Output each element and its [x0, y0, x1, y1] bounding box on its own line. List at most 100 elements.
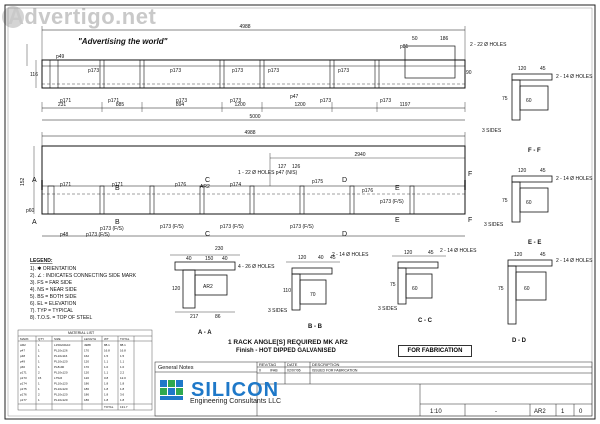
svg-text:1: 1	[38, 398, 40, 402]
svg-text:p47: p47	[20, 349, 25, 353]
svg-text:131.7: 131.7	[120, 405, 128, 409]
svg-text:50: 50	[412, 36, 418, 42]
svg-text:L150x90x10: L150x90x10	[54, 343, 71, 347]
svg-text:90: 90	[466, 70, 472, 76]
svg-text:2 - 14 Ø HOLES: 2 - 14 Ø HOLES	[332, 252, 369, 258]
svg-text:120: 120	[298, 255, 307, 261]
svg-text:2 - 14 Ø HOLES: 2 - 14 Ø HOLES	[440, 248, 477, 254]
svg-text:B: B	[115, 185, 120, 192]
revision-number: 0	[579, 409, 583, 415]
svg-text:p173 (F/S): p173 (F/S)	[380, 199, 404, 205]
svg-text:1: 1	[38, 360, 40, 364]
svg-text:1.8: 1.8	[120, 398, 125, 402]
svg-text:60: 60	[526, 98, 532, 104]
svg-text:p176: p176	[175, 182, 186, 188]
svg-text:152: 152	[20, 177, 26, 186]
svg-text:1.8: 1.8	[120, 382, 125, 386]
svg-text:B: B	[115, 219, 120, 226]
general-notes-title: General Notes	[158, 365, 194, 371]
top-elevation	[26, 26, 466, 121]
svg-text:75: 75	[502, 198, 508, 204]
title-block-text: General Notes REV/TAG DATE DESCRIPTION 0…	[158, 362, 583, 415]
svg-text:PL10x120: PL10x120	[54, 382, 68, 386]
svg-text:PL10x116: PL10x116	[54, 354, 68, 358]
svg-text:LENGTH: LENGTH	[84, 337, 96, 341]
svg-text:2.2: 2.2	[120, 371, 125, 375]
tagline: "Advertising the world"	[78, 37, 168, 46]
svg-text:1.8: 1.8	[120, 387, 125, 391]
svg-text:120: 120	[84, 376, 89, 380]
svg-text:p173: p173	[268, 68, 279, 74]
svg-text:75: 75	[390, 282, 396, 288]
svg-text:4988: 4988	[84, 343, 91, 347]
svg-text:PL10x120: PL10x120	[54, 387, 68, 391]
top-elevation-labels: 4988 231 885 894 1200 1200 1197 5000 2 -…	[30, 24, 507, 120]
company-name: SILICON	[191, 379, 280, 401]
svg-text:75: 75	[502, 96, 508, 102]
svg-text:1: 1	[38, 343, 40, 347]
svg-text:p47: p47	[290, 94, 299, 100]
svg-text:1.1: 1.1	[104, 371, 109, 375]
svg-text:1.0: 1.0	[104, 365, 109, 369]
svg-text:4988: 4988	[239, 24, 250, 30]
svg-text:02/07/06: 02/07/06	[287, 369, 301, 373]
scale-value: 1:10	[430, 409, 442, 415]
svg-text:2 - 14 Ø HOLES: 2 - 14 Ø HOLES	[556, 74, 593, 80]
svg-text:DATE: DATE	[287, 362, 298, 367]
svg-text:231: 231	[58, 102, 67, 108]
svg-text:TOTAL: TOTAL	[104, 405, 114, 409]
svg-text:1.8: 1.8	[104, 387, 109, 391]
svg-text:40: 40	[186, 256, 192, 262]
section-d-d	[507, 259, 553, 325]
svg-text:885: 885	[116, 102, 125, 108]
watermark-logo-icon	[2, 6, 24, 28]
svg-text:3.6: 3.6	[120, 393, 125, 397]
svg-text:REV/TAG: REV/TAG	[259, 362, 276, 367]
svg-text:E - E: E - E	[528, 240, 541, 246]
svg-text:B - B: B - B	[308, 324, 323, 330]
for-fabrication-stamp: FOR FABRICATION	[398, 345, 472, 357]
svg-text:p173: p173	[320, 98, 331, 104]
svg-text:45: 45	[540, 252, 546, 258]
section-e-e	[511, 175, 553, 223]
finish-note: Finish - HOT DIPPED GALVANISED	[236, 348, 336, 354]
svg-text:WT: WT	[104, 337, 109, 341]
svg-text:F - F: F - F	[528, 148, 541, 154]
section-a-a-labels: 230 40 150 40 120 217 86 4 - 26 Ø HOLES …	[172, 246, 275, 336]
main-elevation-labels: 4988 2940 1 - 22 Ø HOLES p47 (N/S) 127 1…	[20, 130, 472, 238]
svg-text:1: 1	[38, 349, 40, 353]
svg-text:p175: p175	[20, 387, 27, 391]
svg-text:DESCRIPTION: DESCRIPTION	[312, 362, 339, 367]
section-b-b-labels: 120 40 45 110 70 2 - 14 Ø HOLES 3 SIDES …	[268, 252, 369, 330]
svg-text:D - D: D - D	[512, 338, 527, 344]
svg-text:E: E	[395, 217, 400, 224]
drawing-frame	[4, 4, 596, 420]
svg-text:p173: p173	[20, 376, 27, 380]
section-e-e-labels: 120 45 75 60 2 - 14 Ø HOLES 3 SIDES E - …	[484, 168, 593, 246]
svg-text:p176: p176	[362, 188, 373, 194]
svg-text:7). TYP = TYPICAL: 7). TYP = TYPICAL	[30, 308, 73, 314]
svg-text:p48: p48	[20, 354, 25, 358]
svg-text:1: 1	[38, 382, 40, 386]
svg-text:p175: p175	[312, 179, 323, 185]
svg-text:120: 120	[518, 168, 527, 174]
svg-text:88.1: 88.1	[120, 343, 126, 347]
svg-text:120: 120	[518, 66, 527, 72]
svg-text:p81: p81	[400, 44, 409, 50]
sheet-number: 1	[561, 409, 565, 415]
svg-text:217: 217	[190, 314, 199, 320]
svg-text:4 - 26 Ø HOLES: 4 - 26 Ø HOLES	[238, 264, 275, 270]
svg-text:120: 120	[514, 252, 523, 258]
svg-text:3 SIDES: 3 SIDES	[268, 308, 288, 314]
svg-text:1.8: 1.8	[104, 398, 109, 402]
svg-text:15: 15	[38, 376, 42, 380]
svg-text:1: 1	[38, 354, 40, 358]
section-c-c	[392, 255, 446, 305]
svg-text:150: 150	[205, 256, 214, 262]
